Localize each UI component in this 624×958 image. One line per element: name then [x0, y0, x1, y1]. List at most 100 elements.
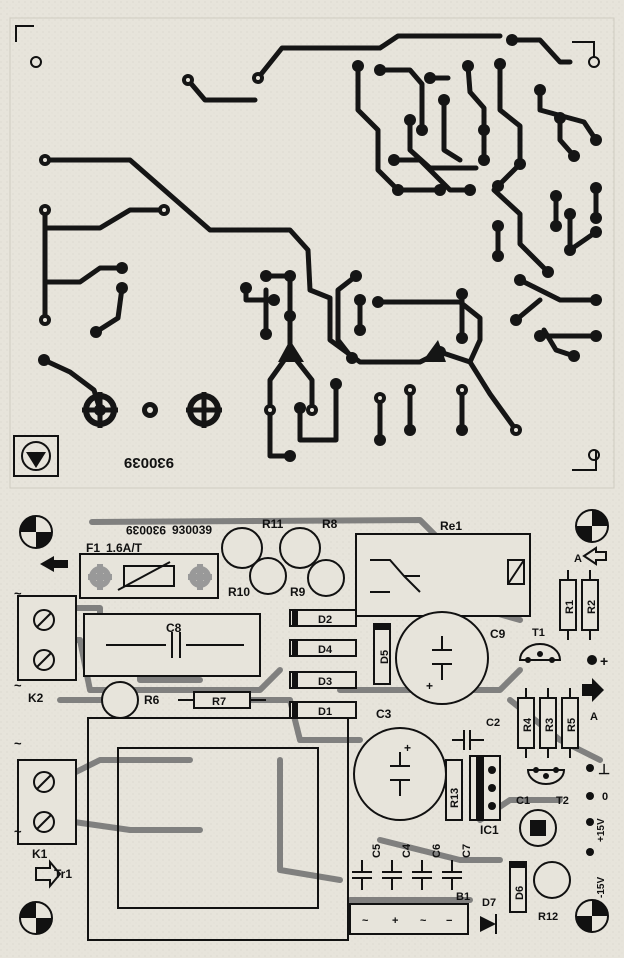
svg-text:−: −	[446, 915, 452, 927]
terminal-block-k1	[17, 759, 77, 845]
registration-target-top-left	[19, 515, 53, 549]
r12-label: R12	[538, 911, 558, 923]
d5-label: D5	[379, 650, 391, 664]
corner-mark-bottom-right	[572, 449, 600, 471]
r9-label: R9	[290, 585, 306, 599]
r11-label: R11	[262, 517, 284, 531]
arrow-left-icon	[40, 556, 68, 572]
diode-d3	[289, 671, 357, 689]
resistor-r12	[533, 861, 571, 899]
terminal-minus15: -15V	[596, 877, 607, 898]
terminal-zero: 0	[602, 791, 608, 803]
k2-label: K2	[28, 691, 44, 705]
capacitor-c5	[352, 860, 372, 890]
c8-label: C8	[166, 621, 182, 635]
d2-label: D2	[318, 614, 332, 626]
resistor-r8	[279, 527, 321, 569]
r13-label: R13	[449, 788, 461, 808]
component-side-layout: Tr1 K2 K1 ~ ~ ~ ~ 930039 9	[14, 509, 610, 941]
capacitor-c7	[442, 860, 462, 890]
t1-label: T1	[532, 627, 545, 639]
relay-re1	[355, 533, 531, 617]
f1-label: F1	[86, 541, 100, 555]
c4-label: C4	[401, 843, 413, 858]
capacitor-c3: +	[353, 727, 447, 821]
fuse-f1	[79, 553, 219, 599]
mounting-pad-left	[82, 392, 118, 428]
re1-label: Re1	[440, 519, 462, 533]
code: 930039	[172, 523, 212, 537]
capacitor-c4	[382, 860, 402, 890]
terminal-a-bottom: A	[590, 711, 598, 723]
tilde-1: ~	[14, 586, 22, 601]
resistor-r6	[101, 681, 139, 719]
r10-label: R10	[228, 585, 250, 599]
d4-label: D4	[318, 644, 333, 656]
terminal-gnd: ⊥	[598, 761, 610, 777]
code-mirrored: 930039	[126, 523, 166, 537]
transformer-tr1-outline	[87, 717, 349, 941]
c7-label: C7	[461, 844, 473, 858]
arrow-right-icon-a	[582, 678, 604, 702]
led-d7	[480, 914, 497, 934]
ic1-label: IC1	[480, 823, 499, 837]
registration-target-top-right	[575, 509, 609, 543]
r3-label: R3	[544, 718, 556, 732]
arrow-right-icon	[35, 859, 62, 889]
tilde-2: ~	[14, 678, 22, 693]
d7-label: D7	[482, 897, 496, 909]
corner-mark-top-right	[572, 41, 600, 68]
resistor-r9	[307, 559, 345, 597]
r7-label: R7	[212, 696, 226, 708]
c5-label: C5	[371, 844, 383, 858]
d1-label: D1	[318, 706, 332, 718]
r1-label: R1	[564, 600, 576, 614]
diode-d4	[289, 639, 357, 657]
arrow-left-icon-a	[582, 546, 607, 566]
registration-target-left	[13, 435, 59, 477]
r2-label: R2	[586, 600, 598, 614]
terminal-a-top: A	[574, 553, 582, 565]
terminal-plus15: +15V	[596, 818, 607, 842]
c9-label: C9	[490, 627, 506, 641]
registration-target-bottom-right	[575, 899, 609, 933]
diode-d6	[509, 861, 527, 913]
copper-side-code: 930039	[124, 454, 174, 471]
svg-text:~: ~	[420, 915, 427, 927]
transistor-t1	[518, 643, 562, 663]
bridge-rectifier-b1: ~ + ~ −	[349, 903, 469, 935]
svg-text:+: +	[426, 679, 433, 693]
tilde-3: ~	[14, 736, 22, 751]
c3-label: C3	[376, 707, 392, 721]
r6-label: R6	[144, 693, 160, 707]
terminal-block-k2	[17, 595, 77, 681]
registration-target-bottom-left	[19, 901, 53, 935]
mounting-pad-right	[186, 392, 222, 428]
ic1-regulator	[469, 755, 501, 821]
corner-mark-top-left	[15, 25, 42, 68]
diode-d1	[289, 701, 357, 719]
capacitor-c8	[83, 613, 261, 677]
c6-label: C6	[431, 844, 443, 858]
terminal-plus: +	[600, 653, 608, 669]
d6-label: D6	[514, 886, 526, 900]
resistor-r13	[445, 759, 463, 821]
svg-text:~: ~	[362, 915, 369, 927]
capacitor-c1	[519, 809, 557, 847]
capacitor-c9: +	[395, 611, 489, 705]
svg-text:+: +	[392, 915, 398, 927]
k1-label: K1	[32, 847, 48, 861]
t2-label: T2	[556, 795, 569, 807]
tilde-4: ~	[14, 824, 22, 839]
tr1-label: Tr1	[54, 867, 72, 881]
resistor-r7	[178, 691, 266, 709]
resistor-r10	[249, 557, 287, 595]
f1-rating: 1.6A/T	[106, 541, 143, 555]
d3-label: D3	[318, 676, 332, 688]
capacitor-c2	[452, 730, 484, 750]
capacitor-c6	[412, 860, 432, 890]
r4-label: R4	[522, 717, 534, 732]
transistor-t2	[526, 767, 566, 785]
svg-text:+: +	[404, 741, 411, 755]
